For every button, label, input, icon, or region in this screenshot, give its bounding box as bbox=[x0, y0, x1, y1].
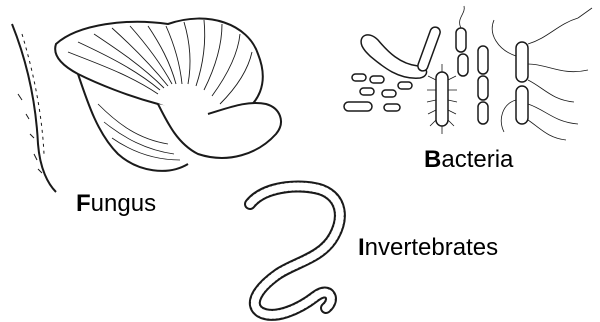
caption-fungus-rest: ungus bbox=[91, 190, 156, 217]
caption-fungus-initial: F bbox=[76, 190, 91, 217]
caption-fungus: Fungus bbox=[76, 190, 156, 218]
fungus-illustration bbox=[8, 4, 298, 194]
caption-invertebrates: Invertebrates bbox=[358, 234, 498, 262]
caption-invertebrates-rest: nvertebrates bbox=[365, 234, 498, 261]
bacteria-illustration bbox=[338, 4, 594, 144]
caption-bacteria-initial: B bbox=[424, 146, 441, 173]
caption-bacteria: Bacteria bbox=[424, 146, 513, 174]
worm-illustration bbox=[226, 178, 366, 322]
caption-bacteria-rest: acteria bbox=[441, 146, 513, 173]
caption-invertebrates-initial: I bbox=[358, 234, 365, 261]
